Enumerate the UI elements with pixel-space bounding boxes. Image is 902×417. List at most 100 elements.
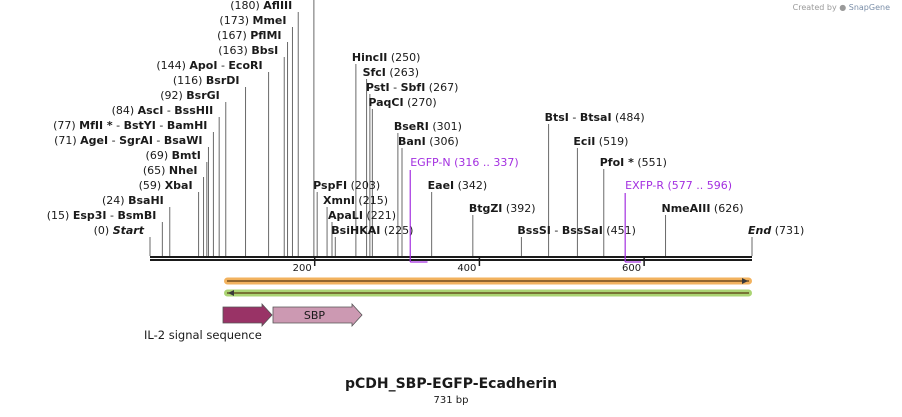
- tick-label: 200: [293, 263, 312, 274]
- site-position: (484): [612, 111, 645, 124]
- site-label-xbai: (59) XbaI: [139, 179, 193, 192]
- site-position: (250): [387, 51, 420, 64]
- site-separator: -: [107, 209, 118, 222]
- site-label-apali: ApaLI (221): [328, 209, 396, 222]
- enzyme-name: NmeAIII: [662, 202, 711, 215]
- map-length: 731 bp: [433, 395, 469, 406]
- site-label-mfii: (77) MfII * - BstYI - BamHI: [53, 119, 207, 132]
- site-label-btsi: BtsI - BtsaI (484): [545, 111, 645, 124]
- site-position: (270): [404, 96, 437, 109]
- site-position: (306): [426, 135, 459, 148]
- feature-label-il2: IL-2 signal sequence: [144, 328, 262, 342]
- site-position: (263): [386, 66, 419, 79]
- site-label-paqci: PaqCI (270): [368, 96, 436, 109]
- snapgene-logo-icon: ●: [839, 3, 847, 12]
- enzyme-name: BstYI: [124, 119, 156, 132]
- site-label-bsssi: BssSI - BssSaI (451): [517, 224, 635, 237]
- site-position: (71): [54, 134, 80, 147]
- site-position: (342): [454, 179, 487, 192]
- site-position: (731): [771, 224, 804, 237]
- orfs: [224, 277, 752, 297]
- site-position: (163): [218, 44, 251, 57]
- site-label-psti: PstI - SbfI (267): [366, 81, 459, 94]
- enzyme-name: BbsI: [251, 44, 278, 57]
- site-separator: -: [113, 119, 124, 132]
- site-position: (167): [217, 29, 250, 42]
- enzyme-name: ApoI: [189, 59, 217, 72]
- site-label-sfci: SfcI (263): [363, 66, 419, 79]
- site-label-end: End (731): [748, 224, 804, 237]
- site-separator: -: [156, 119, 167, 132]
- site-position: (0): [94, 224, 113, 237]
- site-separator: -: [217, 59, 228, 72]
- site-position: (84): [112, 104, 138, 117]
- site-label-xmni: XmnI (215): [323, 194, 388, 207]
- enzyme-name: HincII: [352, 51, 388, 64]
- site-separator: -: [108, 134, 119, 147]
- site-label-bbsi: (163) BbsI: [218, 44, 278, 57]
- enzyme-name: AgeI: [80, 134, 108, 147]
- site-label-bsrgi: (92) BsrGI: [160, 89, 220, 102]
- enzyme-name: BsaWI: [164, 134, 203, 147]
- enzyme-name: Start: [113, 224, 145, 237]
- site-position: (65): [143, 164, 169, 177]
- site-label-bseri: BseRI (301): [394, 120, 462, 133]
- site-separator: -: [390, 81, 401, 94]
- site-label-agei: (71) AgeI - SgrAI - BsaWI: [54, 134, 202, 147]
- site-label-mmei: (173) MmeI: [219, 14, 286, 27]
- site-position: (92): [160, 89, 186, 102]
- site-label-esp3i: (15) Esp3I - BsmBI: [47, 209, 157, 222]
- orf-arrowhead-reverse: [228, 290, 234, 296]
- site-position: (77): [53, 119, 79, 132]
- site-separator: -: [163, 104, 174, 117]
- enzyme-name: BamHI: [167, 119, 208, 132]
- site-label-eaei: EaeI (342): [428, 179, 488, 192]
- primer-label-egfp-n: EGFP-N (316 .. 337): [410, 156, 518, 169]
- enzyme-name: SbfI: [401, 81, 426, 94]
- site-position: (519): [595, 135, 628, 148]
- site-position: (267): [425, 81, 458, 94]
- site-label-nmeaiii: NmeAIII (626): [662, 202, 744, 215]
- primer-label-exfp-r: EXFP-R (577 .. 596): [625, 179, 732, 192]
- enzyme-name: EcoRI: [228, 59, 262, 72]
- site-position: (69): [146, 149, 172, 162]
- credit-prefix: Created by: [792, 3, 837, 12]
- enzyme-name: SfcI: [363, 66, 386, 79]
- site-position: (203): [347, 179, 380, 192]
- site-label-asci: (84) AscI - BssHII: [112, 104, 214, 117]
- site-label-apoi: (144) ApoI - EcoRI: [156, 59, 262, 72]
- site-position: (173): [219, 14, 252, 27]
- site-position: (626): [710, 202, 743, 215]
- snapgene-credit: Created by ● SnapGene: [793, 3, 890, 12]
- orf-arrowhead-forward: [742, 278, 748, 284]
- site-position: (301): [429, 120, 462, 133]
- map-title: pCDH_SBP-EGFP-Ecadherin: [344, 376, 558, 392]
- enzyme-name: EciI: [573, 135, 595, 148]
- enzyme-name: BtgZI: [469, 202, 503, 215]
- feature-arrow-sbp: [272, 302, 363, 328]
- site-position: (24): [102, 194, 128, 207]
- enzyme-name: MfII *: [79, 119, 113, 132]
- enzyme-name: BsrGI: [186, 89, 219, 102]
- site-label-afliii: (180) AflIII: [230, 0, 292, 12]
- enzyme-name: BmtI: [172, 149, 201, 162]
- primers: EGFP-N (316 .. 337) EXFP-R (577 .. 596): [409, 156, 732, 263]
- enzyme-name: BsaHI: [128, 194, 164, 207]
- enzyme-name: BssHII: [174, 104, 213, 117]
- site-position: (215): [355, 194, 388, 207]
- site-position: (59): [139, 179, 165, 192]
- feature-label-sbp: SBP: [304, 309, 326, 322]
- cut-lines: [149, 0, 753, 256]
- enzyme-name: SgrAI: [119, 134, 153, 147]
- enzyme-name: ApaLI: [328, 209, 363, 222]
- site-position: (144): [156, 59, 189, 72]
- site-position: (116): [173, 74, 206, 87]
- site-label-ecii: EciI (519): [573, 135, 628, 148]
- enzyme-name: EaeI: [428, 179, 455, 192]
- features: SBP: [222, 302, 363, 328]
- enzyme-name: BtsaI: [580, 111, 612, 124]
- site-position: (15): [47, 209, 73, 222]
- enzyme-name: XbaI: [165, 179, 193, 192]
- site-label-bani: BanI (306): [398, 135, 459, 148]
